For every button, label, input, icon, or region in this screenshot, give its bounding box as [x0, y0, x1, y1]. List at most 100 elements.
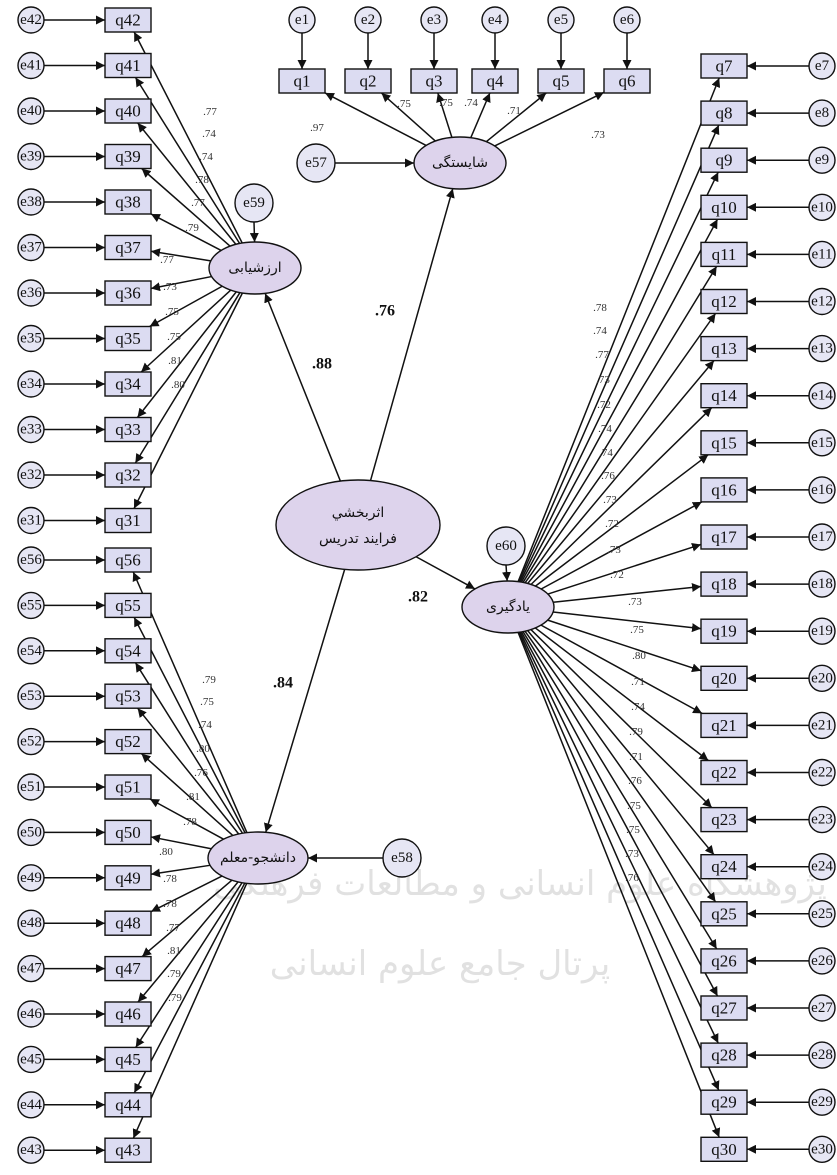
error-label: e14	[811, 388, 833, 404]
item-box	[700, 1042, 748, 1068]
item-box	[104, 865, 152, 891]
error-label: e19	[811, 623, 833, 639]
loading-value: .75	[397, 98, 411, 110]
item-label: q25	[711, 904, 737, 923]
central-label-line-1: اثربخشي	[332, 505, 385, 521]
item-box	[700, 53, 748, 79]
item-box	[344, 68, 392, 94]
disturbance-circle	[382, 838, 422, 878]
factor-ellipse-learning	[461, 580, 555, 634]
error-circle	[547, 6, 575, 34]
loading-path	[150, 213, 222, 252]
loading-path	[140, 753, 234, 837]
item-box	[700, 712, 748, 739]
item-box	[700, 995, 748, 1021]
error-circle	[808, 758, 836, 787]
loading-path	[526, 630, 715, 856]
factor-ellipse-competence	[413, 136, 507, 190]
disturbance-label: e59	[243, 195, 265, 211]
disturbance-label: e58	[391, 850, 413, 866]
item-label: q3	[426, 72, 443, 91]
factor-label-learning: یادگیری	[486, 598, 530, 615]
error-label: e49	[20, 870, 42, 886]
error-label: e44	[20, 1097, 42, 1113]
error-circle	[17, 51, 45, 80]
loading-path	[149, 285, 223, 328]
item-label: q13	[711, 339, 737, 358]
loading-path	[519, 631, 719, 1044]
loading-value: .71	[507, 105, 521, 117]
item-label: q34	[115, 375, 141, 394]
item-box	[104, 143, 152, 170]
error-circle	[808, 900, 836, 928]
error-circle	[808, 664, 836, 692]
item-label: q33	[115, 420, 141, 439]
loading-path	[540, 501, 703, 590]
structural-path	[369, 188, 455, 481]
error-circle	[17, 142, 45, 171]
error-circle	[420, 6, 448, 34]
loading-path	[540, 624, 703, 715]
loading-value: .72	[610, 569, 624, 581]
item-box	[700, 854, 748, 880]
loading-value: .75	[167, 331, 181, 343]
loading-value: .77	[595, 349, 609, 361]
loading-value: .73	[607, 544, 621, 556]
structural-coefficient: .76	[375, 303, 395, 320]
item-box	[104, 189, 152, 215]
error-label: e30	[811, 1141, 833, 1157]
loading-path	[132, 571, 248, 833]
error-label: e23	[811, 812, 833, 828]
loading-path	[150, 864, 211, 878]
error-circle	[808, 382, 836, 410]
error-label: e12	[811, 294, 833, 310]
loading-value: .80	[159, 846, 173, 858]
error-circle	[808, 476, 836, 504]
loading-path	[530, 407, 713, 586]
item-box	[104, 7, 152, 33]
error-circle	[17, 909, 45, 937]
disturbance-label: e57	[305, 155, 327, 171]
item-box	[104, 325, 152, 352]
error-label: e8	[815, 105, 829, 121]
structural-path	[264, 293, 342, 482]
item-box	[700, 335, 748, 362]
error-circle	[808, 570, 836, 598]
loading-path	[553, 611, 702, 633]
loading-path	[518, 124, 720, 583]
item-label: q7	[716, 57, 734, 76]
labels-layer: q1e1q2e2q3e3q4e4q5e5q6e6.97.75.75.74.71.…	[20, 11, 833, 1160]
error-circle	[17, 1136, 45, 1164]
loading-value: .73	[603, 494, 617, 506]
error-circle	[808, 334, 836, 363]
item-label: q38	[115, 193, 141, 212]
error-circle	[808, 287, 836, 316]
item-label: q17	[711, 528, 737, 547]
item-label: q53	[115, 687, 141, 706]
loading-value: .73	[163, 281, 177, 293]
loading-path	[141, 167, 231, 247]
error-circle	[808, 193, 836, 222]
loading-path	[137, 122, 237, 245]
loading-value: .78	[163, 873, 177, 885]
error-circle	[17, 818, 45, 847]
item-label: q24	[711, 857, 737, 876]
loading-value: .79	[202, 674, 216, 686]
error-label: e24	[811, 859, 833, 875]
disturbance-circle	[486, 526, 526, 566]
loading-value: .73	[625, 848, 639, 860]
loading-path	[517, 632, 721, 1138]
item-box	[104, 52, 152, 79]
error-label: e17	[811, 529, 833, 545]
loading-path	[547, 542, 702, 595]
disturbance-circle	[234, 183, 274, 223]
item-box	[104, 1001, 152, 1027]
error-circle	[808, 52, 836, 80]
item-label: q55	[115, 596, 141, 615]
item-label: q50	[115, 823, 141, 842]
error-label: e4	[488, 12, 503, 28]
error-label: e41	[20, 58, 42, 74]
error-circle	[808, 711, 836, 740]
structural-coefficient: .84	[273, 675, 293, 692]
item-label: q40	[115, 102, 141, 121]
